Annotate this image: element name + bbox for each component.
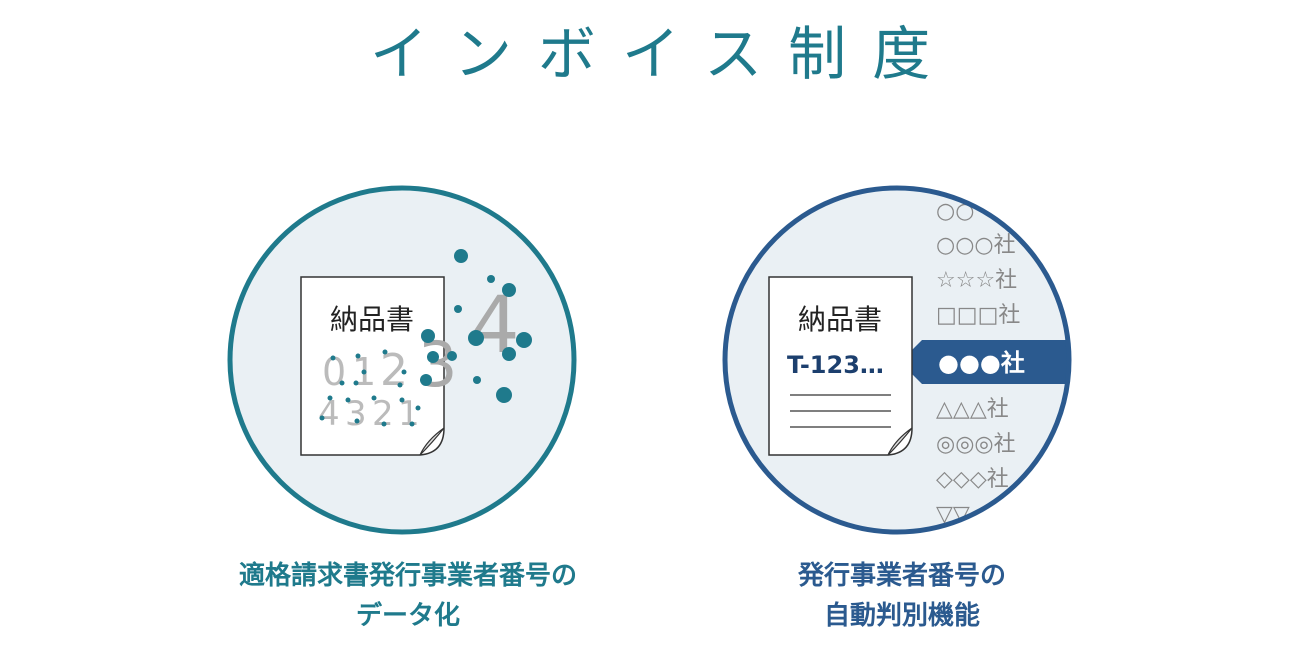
selected-company-tag: ●●●社 xyxy=(900,340,1069,384)
right-doc-title: 納品書 xyxy=(798,303,882,336)
company-item: △△△社 xyxy=(936,397,1009,422)
invoice-number: T-123… xyxy=(787,351,884,379)
right-caption-line1: 発行事業者番号の xyxy=(797,561,1006,591)
company-item: □□□社 xyxy=(936,303,1020,328)
left-digits-row2: 4 3 2 1 xyxy=(318,394,420,434)
company-list: ○○ ○○○社 ☆☆☆社 □□□社 △△△社 ◎◎◎社 ◇◇◇社 ▽▽ ●●●社 xyxy=(900,199,1069,527)
left-panel: 納品書 0 1 2 4 3 2 1 3 4 xyxy=(227,185,577,535)
right-caption: 発行事業者番号の 自動判別機能 xyxy=(642,556,1162,636)
company-item: ◎◎◎社 xyxy=(936,432,1016,457)
right-document: 納品書 T-123… xyxy=(768,276,913,456)
company-item: ☆☆☆社 xyxy=(936,268,1017,293)
left-caption: 適格請求書発行事業者番号の データ化 xyxy=(148,556,668,636)
selected-company-label: ●●●社 xyxy=(938,349,1025,377)
company-item: ○○○社 xyxy=(936,233,1016,258)
left-caption-line1: 適格請求書発行事業者番号の xyxy=(238,561,577,591)
company-item: ◇◇◇社 xyxy=(936,467,1009,492)
right-panel: ○○ ○○○社 ☆☆☆社 □□□社 △△△社 ◎◎◎社 ◇◇◇社 ▽▽ ●●●社… xyxy=(722,185,1072,535)
page-title: インボイス制度 xyxy=(369,20,957,88)
document-lines xyxy=(790,394,891,428)
digit: 3 xyxy=(345,394,367,434)
left-caption-line2: データ化 xyxy=(355,601,460,631)
left-data-dots xyxy=(319,249,532,427)
digit: 4 xyxy=(318,394,340,434)
digit: 2 xyxy=(372,394,394,434)
left-doc-title: 納品書 xyxy=(330,303,414,336)
right-circle-border xyxy=(722,185,1072,535)
right-caption-line2: 自動判別機能 xyxy=(823,601,980,631)
left-document: 納品書 xyxy=(300,276,445,456)
